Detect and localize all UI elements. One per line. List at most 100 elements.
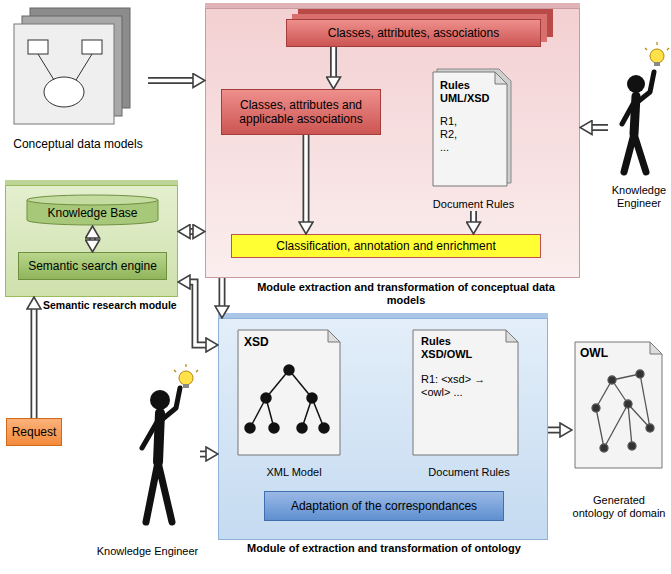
hollow-arrow xyxy=(148,79,199,83)
class-box: Classes, attributes, associations xyxy=(286,19,541,47)
database-cylinder: Knowledge Base xyxy=(26,194,159,226)
hollow-arrow xyxy=(548,428,566,432)
hollow-arrow xyxy=(184,282,212,345)
module-heading: Module of extraction and transformation … xyxy=(209,542,559,555)
hollow-arrow xyxy=(148,80,199,81)
xsd-document-page xyxy=(238,330,340,455)
hollow-arrow xyxy=(548,427,566,434)
figure-label: Knowledge Engineer xyxy=(95,545,200,558)
ontology-graph xyxy=(646,424,654,432)
box-label: Classes, attributes and applicable assoc… xyxy=(228,98,374,127)
ontology-graph xyxy=(628,404,650,428)
owl-document-page xyxy=(650,342,662,354)
xml-tree xyxy=(269,423,279,433)
xml-tree xyxy=(245,365,329,433)
engineer: Knowledge Engineer xyxy=(608,45,670,210)
hollow-arrow xyxy=(304,135,308,228)
idea-bulb xyxy=(183,384,189,388)
xml-tree xyxy=(245,423,255,433)
hollow-arrow xyxy=(473,211,474,228)
rules-document-page xyxy=(433,69,511,186)
xml-tree xyxy=(266,398,274,428)
hollow-arrow xyxy=(548,430,566,431)
box-label: Request xyxy=(12,425,57,439)
hollow-arrow xyxy=(184,282,212,345)
ontology-graph xyxy=(592,404,600,412)
hollow-arrow xyxy=(200,454,212,455)
rules-document-page xyxy=(437,69,511,183)
engineer-figure xyxy=(142,388,180,448)
engineer-figure xyxy=(634,96,636,134)
xml-tree xyxy=(261,393,271,403)
owl-document-page xyxy=(575,342,662,468)
hollow-arrow xyxy=(89,232,96,246)
hollow-arrow xyxy=(586,126,608,130)
hollow-arrow xyxy=(222,278,223,312)
engineer-figure xyxy=(146,462,172,522)
ontology-graph xyxy=(604,404,628,448)
idea-bulb xyxy=(650,49,664,63)
xsd-document-page xyxy=(328,330,340,342)
rules-document-page xyxy=(413,330,518,455)
owl-document-page xyxy=(575,342,662,468)
ontology-graph xyxy=(608,376,616,384)
process-box: Classification, annotation and enrichmen… xyxy=(231,234,541,258)
hollow-arrow xyxy=(184,282,212,345)
box-label: Knowledge Base xyxy=(47,206,137,220)
engineer-figure xyxy=(627,75,645,93)
hollow-arrow xyxy=(219,278,226,312)
figure-label: XSD xyxy=(244,335,269,349)
process-box: Adaptation of the correspondances xyxy=(264,491,504,521)
engineer-figure xyxy=(622,72,654,124)
xml-tree xyxy=(307,393,317,403)
rules-document-page xyxy=(495,72,507,84)
module-heading: Semantic research module xyxy=(43,299,177,312)
rules-document-page xyxy=(433,72,507,186)
xml-tree xyxy=(302,398,312,428)
hollow-arrow xyxy=(586,127,608,128)
idea-bulb xyxy=(654,62,660,66)
engineer-figure xyxy=(622,72,654,172)
engineer: Knowledge Engineer xyxy=(95,368,200,558)
engineer-figure xyxy=(624,134,646,172)
hollow-arrow xyxy=(200,451,212,458)
stacked-model-pages xyxy=(22,16,122,116)
idea-bulb xyxy=(645,42,669,50)
hollow-arrow xyxy=(200,452,212,456)
ontology-document: OWLGenerated ontology of domain xyxy=(572,340,666,520)
stacked-model-pages xyxy=(14,24,114,124)
hollow-arrow xyxy=(184,231,199,232)
ontology-graph xyxy=(628,404,632,446)
figure-label: Knowledge Engineer xyxy=(608,184,670,210)
hollow-arrow xyxy=(303,135,310,228)
xml-tree xyxy=(266,370,289,398)
xsd-document-page xyxy=(238,330,340,455)
hollow-arrow xyxy=(92,232,93,246)
rules-document-page xyxy=(506,330,518,342)
box-label: Classes, attributes, associations xyxy=(328,26,499,40)
figure-label: R1: <xsd> → <owl> ... xyxy=(421,373,505,399)
xml-tree xyxy=(297,423,307,433)
stacked-model-pages xyxy=(14,8,130,124)
xml-tree xyxy=(319,423,329,433)
stacked-model-pages xyxy=(44,77,84,107)
rules-document: Rules UML/XSDR1, R2, ...Document Rules xyxy=(426,71,521,211)
idea-bulb xyxy=(179,371,193,385)
idea-bulb xyxy=(174,364,198,388)
stacked-model-pages xyxy=(82,40,102,54)
xml-tree xyxy=(284,365,294,375)
idea-bulb xyxy=(645,42,669,66)
hollow-arrow xyxy=(306,135,307,228)
hollow-arrow xyxy=(148,77,199,84)
hollow-arrow xyxy=(91,232,95,246)
box-label: Classification, annotation and enrichmen… xyxy=(276,239,495,253)
hollow-arrow xyxy=(31,303,38,418)
figure-label: Conceptual data models xyxy=(8,137,148,151)
ontology-graph xyxy=(624,400,632,408)
request-box: Request xyxy=(6,418,62,446)
engine-box: Semantic search engine xyxy=(18,252,167,280)
engineer-figure xyxy=(150,390,170,410)
module-panel: Module extraction and transformation of … xyxy=(205,8,580,278)
hollow-arrow xyxy=(32,303,36,418)
module-panel: Module of extraction and transformation … xyxy=(218,318,548,540)
